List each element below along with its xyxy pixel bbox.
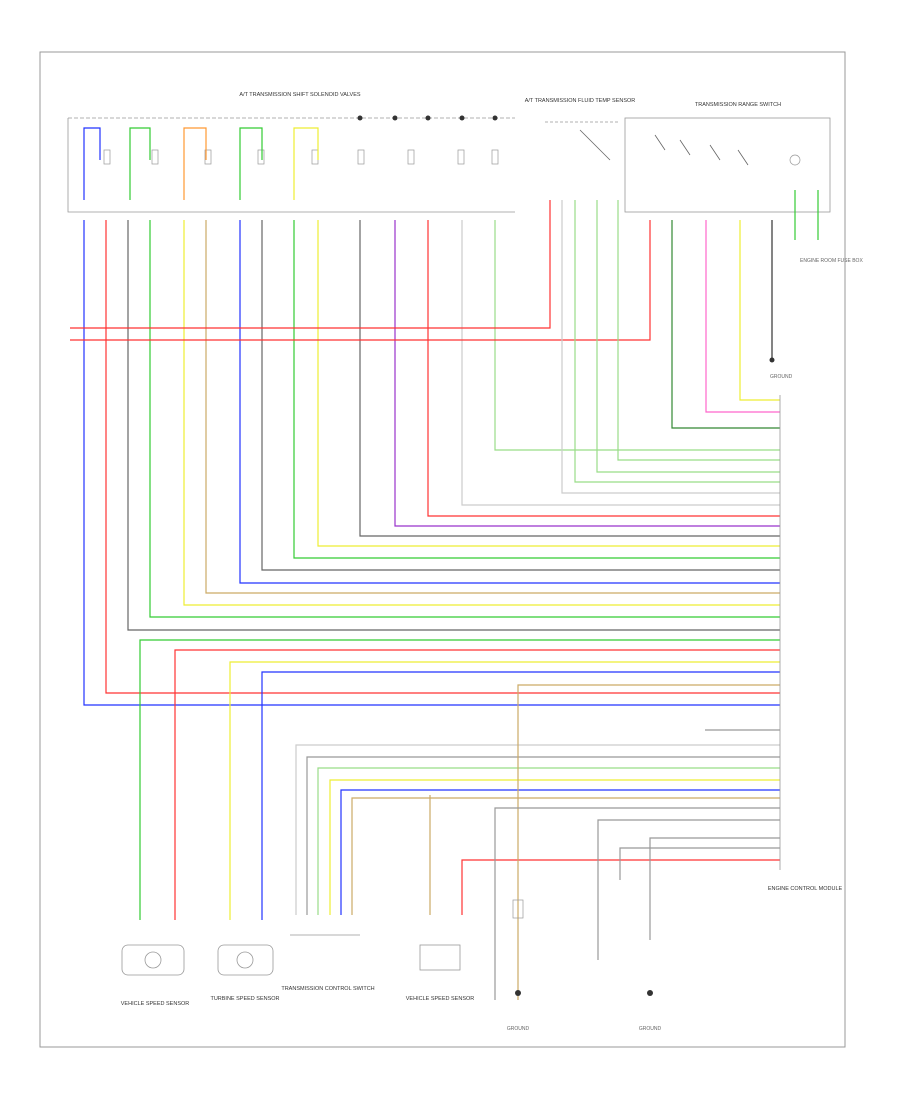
range-switch-contacts	[654, 134, 749, 166]
wire-red-main	[105, 220, 780, 694]
wire-green-2	[293, 220, 780, 559]
ground-symbol-1: GROUND	[507, 990, 530, 1032]
wire-dkgreen-range	[671, 220, 780, 429]
engine-coolant-sensor: VEHICLE SPEED SENSOR	[406, 944, 474, 1002]
wire-black-1	[127, 220, 780, 631]
wire-blue-tcs	[340, 789, 780, 915]
range-switch-connector: TRANSMISSION RANGE SWITCH	[624, 102, 831, 213]
ground2-label: GROUND	[639, 1026, 662, 1032]
wire-blue-main	[83, 220, 780, 706]
ground-dot	[769, 357, 775, 363]
wire-tan-1	[205, 220, 780, 594]
ground-symbol-2: GROUND	[639, 990, 662, 1032]
wire-gray-tcs-2	[306, 756, 780, 915]
wire-yellow-loop	[293, 127, 319, 200]
valve-body-connector: A/T TRANSMISSION SHIFT SOLENOID VALVES	[67, 92, 515, 213]
ground-label: GROUND	[770, 374, 793, 380]
wire-yellow-tcs	[329, 779, 780, 915]
right-labels: ENGINE ROOM FUSE BOX GROUND ENGINE CONTR…	[768, 258, 864, 892]
top-splice-dots	[357, 115, 498, 121]
wire-red-h1	[70, 200, 551, 329]
wire-blue-loop	[83, 127, 101, 200]
wire-green-vss	[139, 639, 780, 920]
wire-yellow-2	[317, 220, 780, 547]
range-switch-label: TRANSMISSION RANGE SWITCH	[695, 102, 781, 108]
wire-gray-temp-1	[561, 200, 780, 494]
wire-blue-2	[239, 220, 780, 584]
wire-gray-g4	[649, 837, 780, 940]
speed-sensor-label: VEHICLE SPEED SENSOR	[406, 996, 474, 1002]
wire-green-loop-2	[239, 127, 263, 200]
wire-gray-g3	[619, 847, 780, 880]
vehicle-speed-sensor: VEHICLE SPEED SENSOR	[121, 944, 189, 1007]
wire-tan-mid	[517, 684, 780, 1000]
wire-yellow-1	[183, 220, 780, 606]
wire-green-loop	[129, 127, 151, 200]
wire-pink-range	[705, 220, 780, 413]
wire-gray-g2	[597, 819, 780, 960]
wire-black-2	[261, 220, 780, 571]
valve-body-label: A/T TRANSMISSION SHIFT SOLENOID VALVES	[239, 92, 360, 98]
turbine-label: TURBINE SPEED SENSOR	[210, 996, 279, 1002]
turbine-speed-sensor: TURBINE SPEED SENSOR	[210, 944, 280, 1002]
wire-green-1	[149, 220, 780, 618]
temp-sensor-label: A/T TRANSMISSION FLUID TEMP SENSOR	[525, 98, 636, 104]
wire-red-ect	[461, 859, 780, 915]
ground1-label: GROUND	[507, 1026, 530, 1032]
wire-light-green	[494, 220, 780, 451]
trans-control-label: TRANSMISSION CONTROL SWITCH	[281, 986, 374, 992]
wire-gray-g1	[494, 807, 780, 1000]
fuse-label: ENGINE ROOM FUSE BOX	[800, 258, 863, 264]
ecm-label: ENGINE CONTROL MODULE	[768, 886, 843, 892]
wire-green-tcs	[317, 767, 780, 915]
wire-yellow-range	[739, 220, 780, 401]
wire-orange-loop	[183, 127, 207, 200]
wire-green-temp-3	[617, 200, 780, 461]
diagram-frame	[39, 51, 846, 1048]
wire-green-temp-2	[596, 200, 780, 473]
wire-black-3	[359, 220, 780, 537]
temp-sensor-connector: A/T TRANSMISSION FLUID TEMP SENSOR	[525, 98, 636, 161]
wire-green-temp	[574, 200, 780, 483]
wire-gray-1	[461, 220, 780, 506]
solenoid-symbols	[103, 149, 801, 166]
resistor-symbol	[512, 899, 524, 919]
wire-red-vss	[174, 649, 780, 920]
wire-blue-tss	[261, 671, 780, 920]
wire-gray-tcs-1	[295, 744, 780, 915]
wire-tan-tcs	[351, 797, 780, 915]
wire-yellow-tss	[229, 661, 780, 920]
transmission-control-switch: TRANSMISSION CONTROL SWITCH	[281, 934, 375, 992]
wires	[70, 127, 819, 1000]
wire-red-2	[427, 220, 780, 517]
wire-violet	[394, 220, 780, 527]
vss-label: VEHICLE SPEED SENSOR	[121, 1001, 189, 1007]
wire-red-h2	[70, 220, 651, 341]
